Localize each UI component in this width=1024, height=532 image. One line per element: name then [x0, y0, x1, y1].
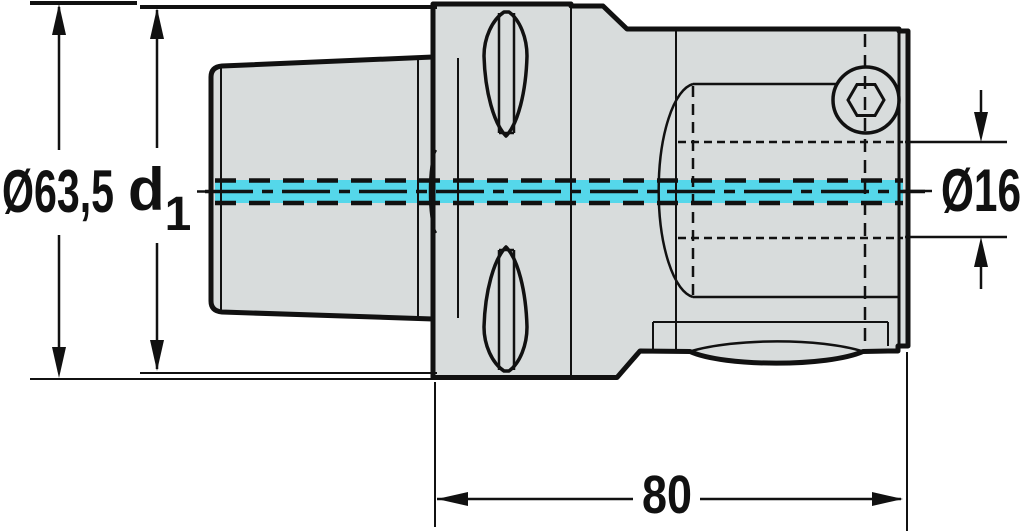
d1-label: d1 [128, 156, 191, 241]
clamp-lens-top-arc [689, 340, 864, 353]
bore-spherical-arc [657, 82, 694, 299]
d1-arrow-down-icon [150, 340, 164, 371]
dia16-arrow-down-icon [974, 112, 988, 142]
flange-face-notch [428, 149, 438, 234]
drive-slot-outline [482, 10, 529, 138]
shank-outline [208, 54, 434, 322]
part-outlines [208, 1, 911, 380]
len80-label: 80 [642, 465, 692, 525]
screw-head-circle [831, 65, 901, 135]
dimension-d1: d1 [128, 5, 437, 374]
dia16-arrow-up-icon [974, 237, 988, 267]
len80-arrow-left-icon [437, 492, 468, 506]
body-outline [430, 1, 911, 380]
dia63-arrow-up-icon [52, 4, 66, 35]
hex-socket-icon [846, 83, 886, 117]
dimension-dia-16: Ø16 [903, 90, 1021, 289]
dimension-dia-63-5: Ø63,5 [2, 1, 437, 380]
drive-slot-top [482, 10, 529, 138]
dia16-label: Ø16 [941, 157, 1021, 224]
hidden-lines [197, 34, 925, 344]
dia63-arrow-down-icon [52, 347, 66, 378]
d1-arrow-up-icon [150, 8, 164, 39]
dia63-label: Ø63,5 [2, 158, 114, 225]
len80-arrow-right-icon [872, 492, 903, 506]
hex-socket-screw [831, 65, 901, 135]
dimension-length-80: 80 [434, 352, 908, 531]
